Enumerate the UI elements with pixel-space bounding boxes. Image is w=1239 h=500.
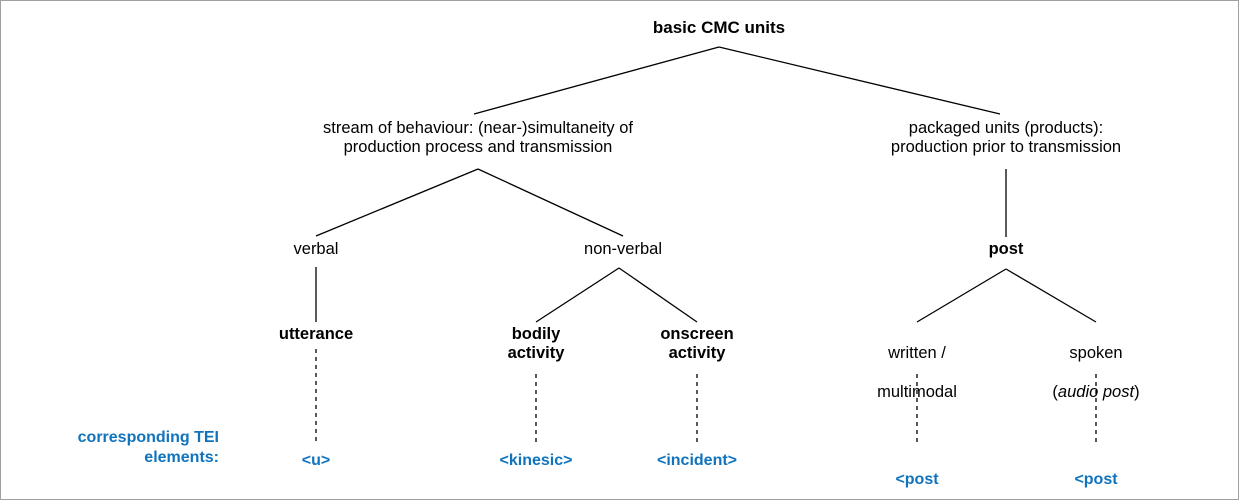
node-stream-of-behaviour[interactable]: stream of behaviour: (near-)simultaneity… bbox=[323, 119, 633, 157]
node-packaged-units[interactable]: packaged units (products): production pr… bbox=[890, 119, 1122, 157]
tei-element-post-written[interactable]: <post modality='written'> bbox=[802, 451, 1032, 499]
edge-nonverbal-to-onscreen bbox=[618, 267, 698, 323]
node-root[interactable]: basic CMC units bbox=[652, 18, 786, 37]
audio-post-italic: audio post bbox=[1057, 383, 1135, 402]
node-written-multimodal[interactable]: written / multimodal bbox=[807, 325, 1027, 422]
tei-element-post-spoken[interactable]: <post modality='spoken'> bbox=[981, 451, 1211, 499]
node-written-line-1: written / bbox=[888, 344, 946, 363]
tei-element-incident[interactable]: <incident> bbox=[656, 452, 738, 469]
node-post[interactable]: post bbox=[988, 240, 1024, 258]
tei-post-spoken-line-1: <post bbox=[1074, 471, 1118, 489]
edge-nonverbal-to-bodily bbox=[535, 267, 620, 323]
tei-element-kinesic[interactable]: <kinesic> bbox=[499, 452, 573, 469]
edge-stream-to-verbal bbox=[315, 168, 479, 237]
node-bodily-activity[interactable]: bodily activity bbox=[507, 325, 565, 363]
node-spoken-line-2: (audio post) bbox=[986, 383, 1206, 402]
node-non-verbal[interactable]: non-verbal bbox=[584, 240, 662, 258]
edge-stream-to-nonverbal bbox=[477, 168, 624, 237]
tei-elements-caption: corresponding TEI elements: bbox=[77, 429, 219, 466]
node-written-line-2: multimodal bbox=[877, 383, 957, 402]
node-utterance[interactable]: utterance bbox=[278, 325, 354, 343]
edge-post-to-written bbox=[916, 268, 1007, 323]
tei-post-written-line-1: <post bbox=[895, 471, 939, 489]
edge-post-to-spoken bbox=[1005, 268, 1097, 323]
node-spoken-line-1: spoken bbox=[1069, 344, 1123, 363]
edge-root-to-stream bbox=[473, 46, 720, 115]
node-onscreen-activity[interactable]: onscreen activity bbox=[660, 325, 734, 363]
paren-close: ) bbox=[1134, 383, 1140, 402]
paren-open: ( bbox=[1052, 383, 1058, 402]
node-verbal[interactable]: verbal bbox=[293, 240, 339, 258]
node-spoken-audio-post[interactable]: spoken (audio post) bbox=[986, 325, 1206, 422]
tei-element-u[interactable]: <u> bbox=[301, 452, 331, 469]
edge-root-to-packaged bbox=[718, 46, 1001, 115]
